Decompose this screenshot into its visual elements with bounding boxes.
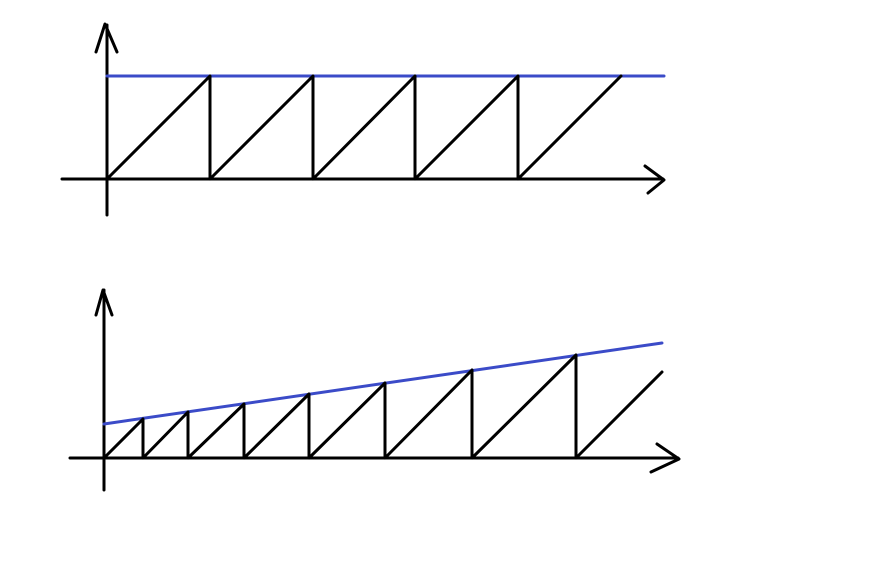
top-tooth-last — [516, 74, 623, 181]
top-tooth — [413, 74, 520, 181]
bottom-tooth — [186, 402, 246, 460]
bottom-tooth — [307, 381, 387, 460]
top-y-axis-arrowhead — [94, 22, 119, 54]
top-tooth — [311, 74, 417, 181]
top-sawtooth — [105, 74, 623, 181]
top-x-axis-arrowhead — [643, 164, 666, 195]
bottom-sawtooth — [102, 353, 664, 460]
bottom-panel — [68, 288, 681, 492]
bottom-tooth — [141, 410, 190, 460]
bottom-tooth — [242, 392, 311, 460]
top-tooth — [105, 74, 212, 181]
bottom-tooth — [102, 417, 145, 460]
bottom-x-axis-arrowhead — [649, 442, 681, 474]
top-tooth — [208, 74, 315, 181]
bottom-tooth-last — [574, 370, 664, 460]
bottom-tooth — [383, 368, 474, 460]
bottom-tooth — [470, 353, 578, 460]
top-panel — [60, 22, 666, 217]
bottom-y-axis-arrowhead — [94, 288, 114, 317]
